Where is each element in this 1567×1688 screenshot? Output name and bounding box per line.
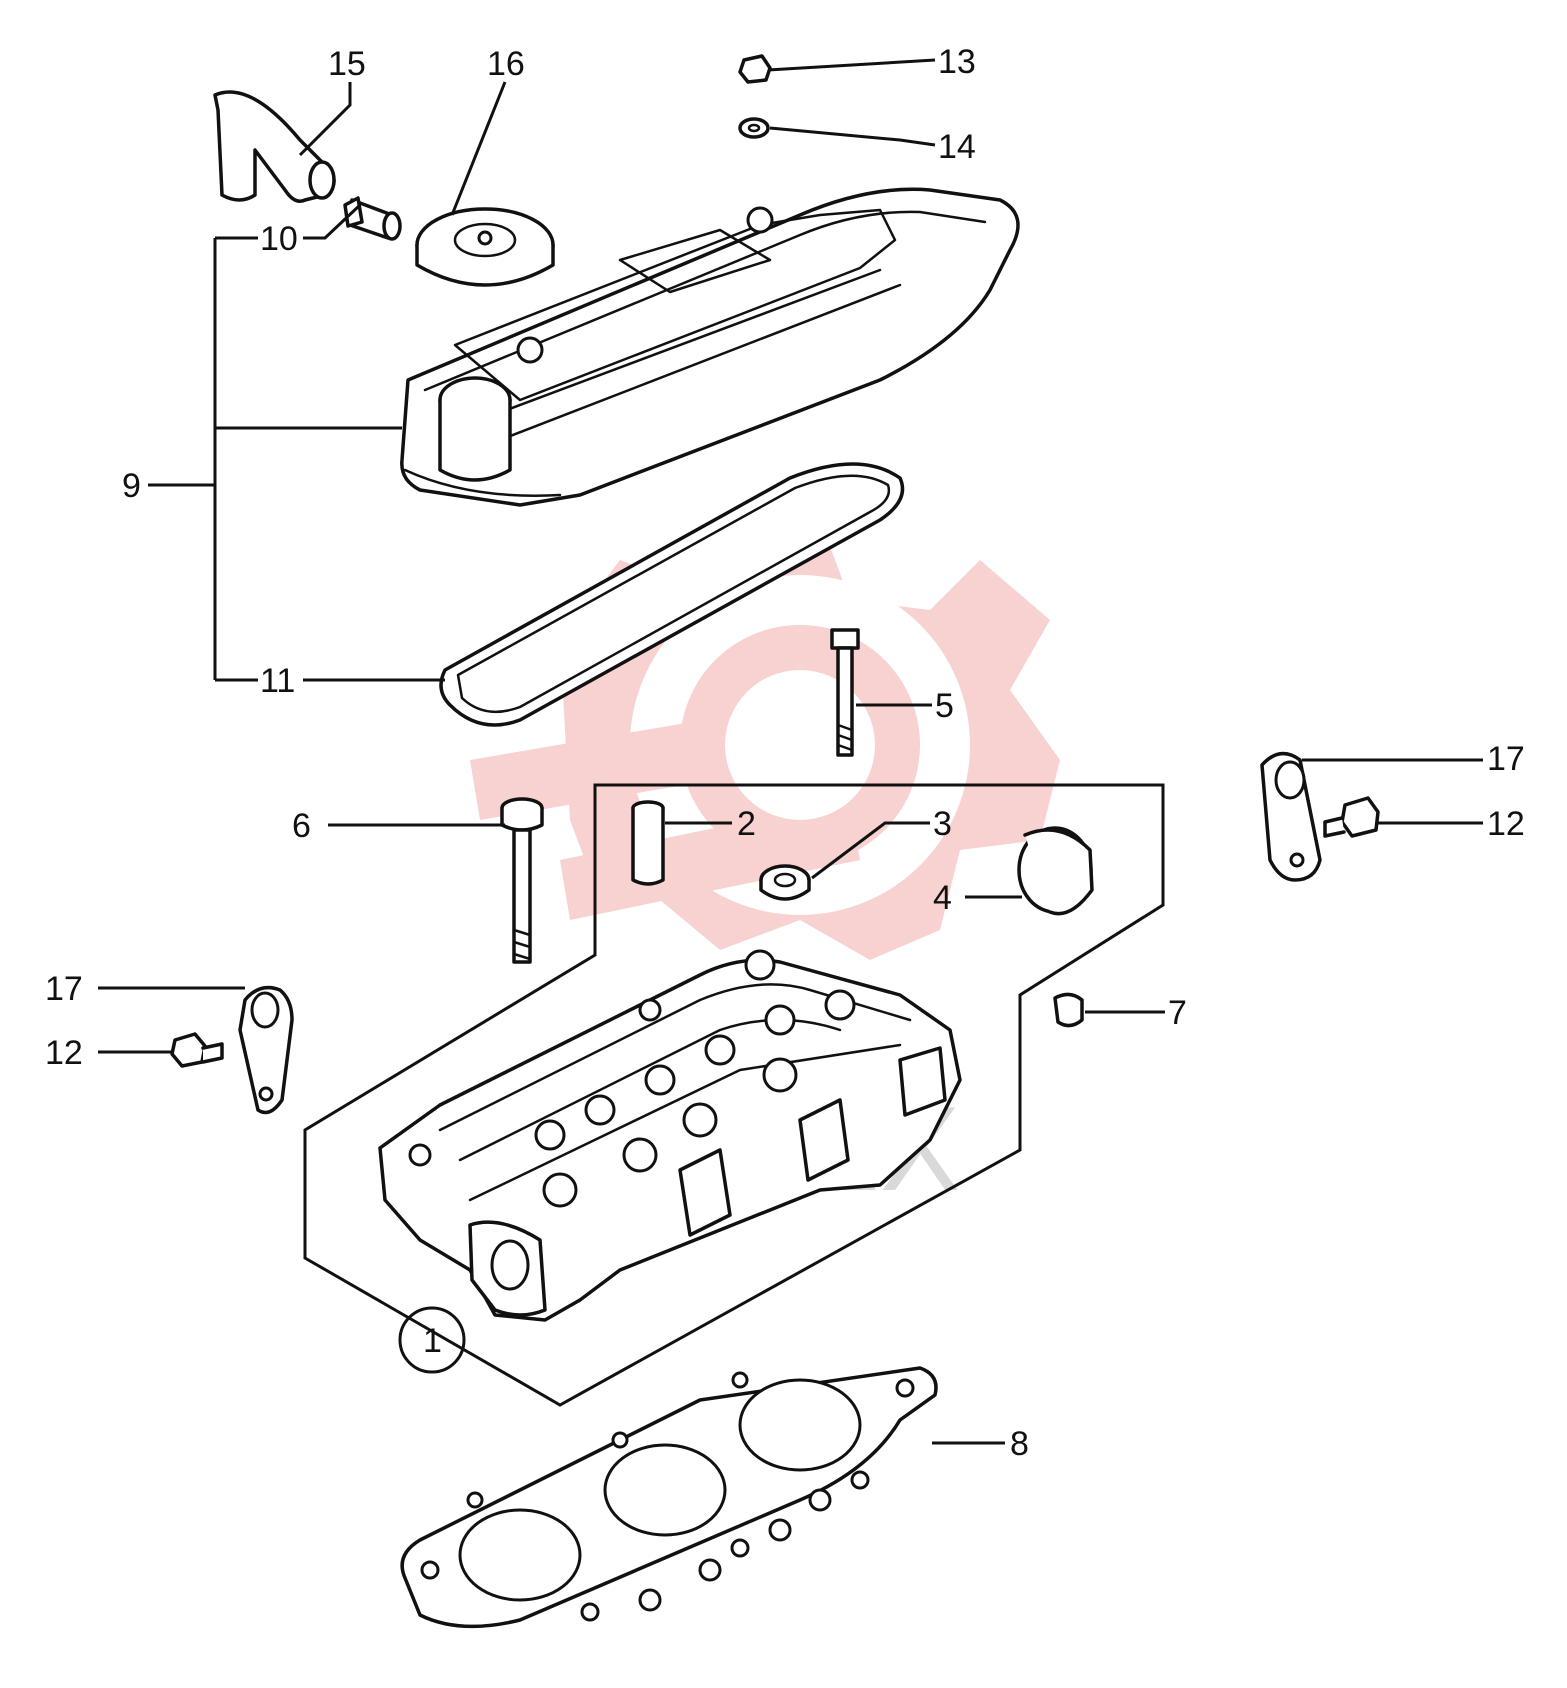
part-1-cylinder-head	[378, 949, 962, 1322]
part-13-cap-nut	[738, 54, 772, 84]
part-8-head-gasket	[400, 1366, 938, 1629]
part-17-lifting-eye-right	[1260, 751, 1322, 882]
callout-15: 15	[328, 45, 366, 83]
part-14-washer	[738, 117, 770, 139]
callout-13: 13	[938, 43, 976, 81]
part-11-cover-gasket	[439, 462, 905, 727]
part-3-seal-ring	[759, 864, 811, 901]
callout-14: 14	[938, 128, 976, 166]
part-4-expansion-plug	[1017, 826, 1094, 916]
callout-9: 9	[122, 467, 141, 505]
part-5-long-stud	[830, 628, 860, 757]
callout-16: 16	[487, 45, 525, 83]
bracket-9-assembly	[148, 236, 402, 682]
leader-lines	[98, 58, 1483, 1445]
callout-17-left: 17	[45, 970, 83, 1008]
callout-11: 11	[260, 662, 295, 700]
part-6-stud	[500, 797, 544, 964]
callout-12-left: 12	[45, 1034, 83, 1072]
part-17-lifting-eye-left	[238, 985, 294, 1115]
part-10-breather-fitting	[343, 196, 402, 241]
callout-circle-1	[398, 1306, 466, 1374]
part-9-valve-cover	[400, 187, 1020, 507]
part-15-hose-elbow	[213, 90, 336, 203]
callout-4: 4	[933, 879, 952, 917]
callout-1: 1	[423, 1322, 442, 1360]
part-12-bolt-left	[170, 1032, 224, 1068]
callout-17-right: 17	[1487, 740, 1525, 778]
callout-10: 10	[260, 220, 298, 258]
callout-12-right: 12	[1487, 805, 1525, 843]
callout-8: 8	[1010, 1425, 1029, 1463]
part-7-small-plug	[1053, 992, 1084, 1028]
part-16-oil-filler-cap	[415, 207, 555, 287]
callout-6: 6	[292, 807, 311, 845]
group-outline-part-1	[303, 783, 1165, 1407]
callout-3: 3	[933, 805, 952, 843]
callout-7: 7	[1168, 994, 1187, 1032]
part-2-valve-guide	[631, 800, 665, 886]
part-12-bolt-right	[1323, 796, 1380, 838]
callout-2: 2	[737, 805, 756, 843]
callout-5: 5	[935, 687, 954, 725]
